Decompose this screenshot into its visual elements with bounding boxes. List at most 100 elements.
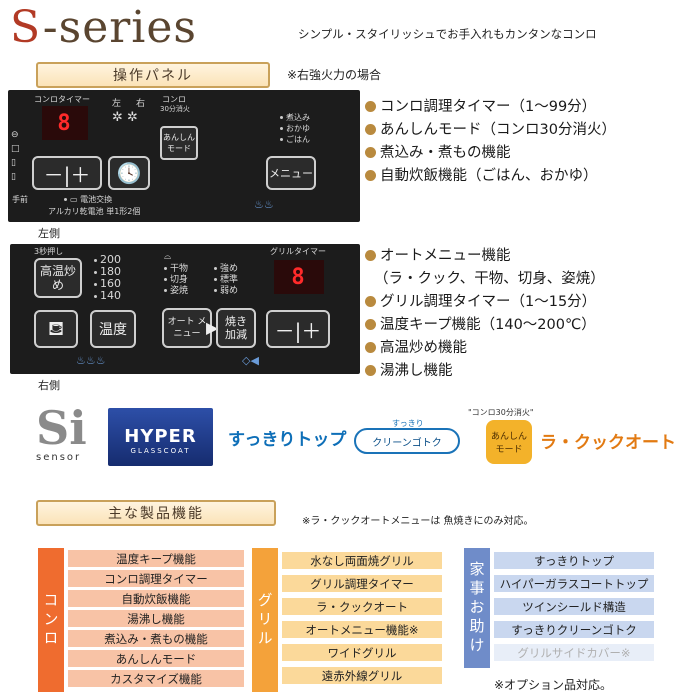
table-row: 遠赤外線グリル: [282, 667, 442, 684]
si-logo-text: Si: [36, 401, 87, 455]
grill-option-himono: 干物: [164, 264, 188, 275]
grill-levels: 強め 標準 弱め: [214, 264, 238, 297]
right-panel-caption: 右側: [38, 379, 60, 392]
indicator-dot-icon: [214, 267, 217, 270]
indicator-dot-icon: [94, 258, 97, 262]
feature-section-label: 主な製品機能: [36, 500, 276, 526]
left-minus-plus-button[interactable]: －|＋: [32, 156, 102, 190]
table-row: あんしんモード: [68, 650, 244, 667]
temperature-button[interactable]: 温度: [90, 310, 136, 348]
anshin-mode-button[interactable]: あんしんモード: [160, 126, 198, 160]
table-row: 自動炊飯機能: [68, 590, 244, 607]
grill-option-kirimi: 切身: [164, 275, 188, 286]
grill-pan-icon: ⌓: [164, 252, 172, 262]
grill-option-sugatayaki: 姿焼: [164, 286, 188, 297]
clock-icon: 🕓: [116, 161, 142, 185]
table-row: 煮込み・煮もの機能: [68, 630, 244, 647]
table-row: オートメニュー機能※: [282, 621, 442, 638]
clean-gotoku-text: クリーンゴトク: [354, 428, 460, 454]
right-minus-plus-button[interactable]: －|＋: [266, 310, 330, 348]
brand-title: S-series: [10, 2, 197, 53]
indicator-dot-icon: [214, 278, 217, 281]
burner-indicator-icon: ✲ ✲: [112, 110, 138, 125]
left-burner-label: 左: [112, 99, 122, 109]
temp-option: 140: [94, 290, 121, 302]
glasscoat-logo-text: GLASSCOAT: [130, 447, 191, 455]
indicator-dot-icon: [280, 138, 283, 141]
brand-rest: -series: [42, 2, 197, 53]
bullet-dot-icon: [365, 296, 376, 307]
bullet-dot-icon: [365, 147, 376, 158]
indicator-dot-icon: [280, 116, 283, 119]
right-control-panel: 3秒押し 高温炒め 200 180 160 140 ⌓ 干物 切身 姿焼 強め …: [10, 244, 360, 374]
indicator-dot-icon: [164, 278, 167, 281]
bake-level-button[interactable]: 焼き 加減: [216, 308, 256, 348]
indicator-dot-icon: [64, 198, 67, 201]
high-heat-fry-button[interactable]: 高温炒め: [34, 258, 82, 298]
bullet-dot-icon: [365, 124, 376, 135]
temp-option: 200: [94, 254, 121, 266]
brand-initial: S: [10, 2, 43, 53]
bullet-dot-icon: [365, 342, 376, 353]
mode-option-gohan: ごはん: [280, 134, 310, 145]
table-row: すっきりクリーンゴトク: [494, 621, 654, 638]
anshin-mode-logo: あんしん モード: [486, 420, 532, 464]
right-burner-label: 右: [136, 99, 146, 109]
panel-section-note: ※右強火力の場合: [287, 68, 382, 82]
konro-column-header: コンロ: [38, 548, 64, 692]
feature-section-note: ※ラ・クックオートメニューは 魚焼きにのみ対応。: [302, 516, 534, 527]
table-row: カスタマイズ機能: [68, 670, 244, 687]
feature-bullet: グリル調理タイマー（1～15分）: [365, 290, 596, 311]
anshin-caption: "コンロ30分消火": [468, 408, 534, 417]
kettle-button[interactable]: ⛾: [34, 310, 78, 348]
indicator-dot-icon: [214, 289, 217, 292]
auto-menu-button[interactable]: オート メニュー: [162, 308, 212, 348]
temp-option: 180: [94, 266, 121, 278]
indicator-dot-icon: [164, 267, 167, 270]
clock-button[interactable]: 🕓: [108, 156, 150, 190]
option-note: ※オプション品対応。: [494, 678, 613, 692]
feature-bullet: オートメニュー機能: [365, 244, 511, 265]
konro-timer-label: コンロタイマー: [34, 95, 90, 104]
table-row: 水なし両面焼グリル: [282, 552, 442, 569]
menu-button[interactable]: メニュー: [266, 156, 316, 190]
bullet-dot-icon: [365, 250, 376, 261]
sensor-logo-text: sensor: [36, 452, 82, 463]
battery-icon: ▭: [70, 195, 81, 204]
hyper-logo-text: HYPER: [124, 426, 197, 447]
mode-option-nikomi: 煮込み: [280, 112, 310, 123]
grill-options: 干物 切身 姿焼: [164, 264, 188, 297]
table-row: 湯沸し機能: [68, 610, 244, 627]
fish-icon: ◇◀: [242, 354, 259, 367]
grill-timer-display: 8: [274, 260, 324, 294]
indicator-dot-icon: [280, 127, 283, 130]
front-label: 手前: [12, 195, 28, 204]
grill-level-strong: 強め: [214, 264, 238, 275]
battery-note: アルカリ乾電池 単1形2個: [48, 207, 141, 216]
indicator-dot-icon: [164, 289, 167, 292]
table-row: ワイドグリル: [282, 644, 442, 661]
feature-bullet: あんしんモード（コンロ30分消火）: [365, 118, 616, 139]
arrow-right-icon: ▶: [206, 318, 219, 337]
feature-bullet: 湯沸し機能: [365, 359, 453, 380]
flame-icon: ♨♨: [254, 198, 274, 211]
table-row: グリル調理タイマー: [282, 575, 442, 592]
press-3sec-label: 3秒押し: [34, 247, 64, 256]
rakuku-auto-logo: ラ・クックオート: [540, 433, 676, 453]
indicator-dot-icon: [94, 282, 97, 286]
table-row: ラ・クックオート: [282, 598, 442, 615]
feature-bullet: 自動炊飯機能（ごはん、おかゆ）: [365, 164, 598, 185]
tagline: シンプル・スタイリッシュでお手入れもカンタンなコンロ: [298, 27, 597, 41]
side-indicator-icons: ⊖□▯▯: [11, 130, 20, 182]
grill-level-weak: 弱め: [214, 286, 238, 297]
grill-level-standard: 標準: [214, 275, 238, 286]
bullet-dot-icon: [365, 101, 376, 112]
mode-option-okayu: おかゆ: [280, 123, 310, 134]
temp-option: 160: [94, 278, 121, 290]
hyper-glasscoat-logo: HYPER GLASSCOAT: [108, 408, 213, 466]
bullet-dot-icon: [365, 319, 376, 330]
feature-bullet-sub: （ラ・クック、干物、切身、姿焼）: [374, 271, 605, 287]
left-timer-display: 8: [42, 106, 88, 140]
anshin-logo-line2: モード: [495, 445, 523, 455]
table-row: ハイパーガラスコートトップ: [494, 575, 654, 592]
